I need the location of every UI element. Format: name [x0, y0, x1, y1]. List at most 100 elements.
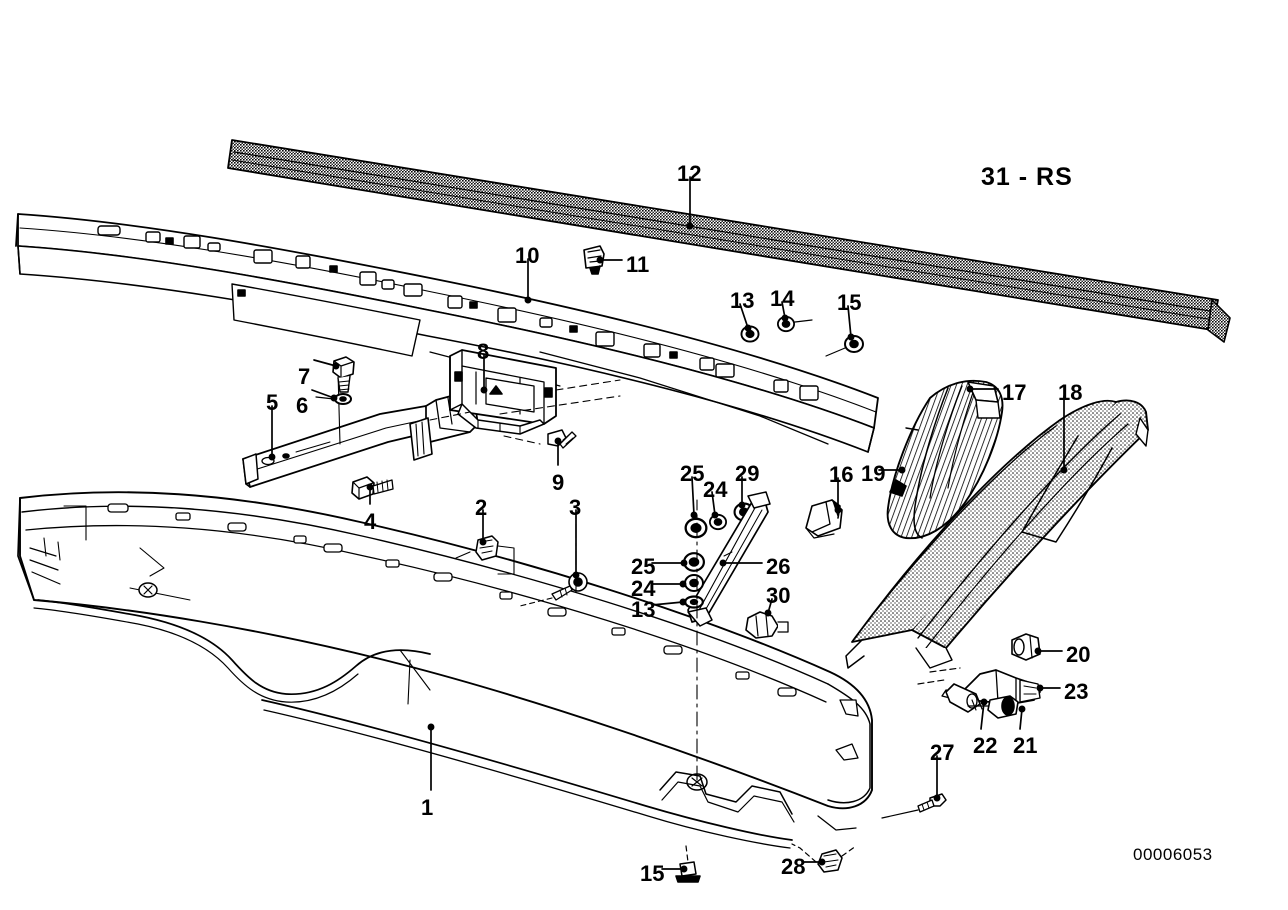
callout-15b: 15	[640, 861, 665, 886]
leader-dot-28	[818, 858, 826, 866]
callout-20: 20	[1066, 642, 1091, 667]
leader-dot-9	[554, 437, 562, 445]
callout-1: 1	[421, 795, 434, 820]
leader-7	[313, 359, 337, 367]
part-30-grommet	[745, 611, 789, 639]
part-16-bracket	[805, 499, 843, 539]
callout-17: 17	[1002, 380, 1027, 405]
leader-dot-15	[847, 333, 855, 341]
callout-25a: 25	[680, 461, 705, 486]
leader-dot-7	[332, 362, 340, 370]
leader-dot-25b	[680, 559, 688, 567]
leader-dot-13b	[679, 598, 687, 606]
callout-11: 11	[626, 252, 650, 277]
callout-9: 9	[552, 470, 565, 495]
part-8-mounting-bracket	[449, 349, 557, 435]
leader-dot-4	[366, 483, 374, 491]
part-15-grommet-upper	[825, 335, 864, 357]
leader-dot-6	[330, 394, 338, 402]
callout-18: 18	[1058, 380, 1083, 405]
diagram-id: 00006053	[1133, 845, 1213, 864]
callout-10: 10	[515, 243, 540, 268]
callout-27: 27	[930, 740, 955, 765]
callout-14: 14	[770, 286, 795, 311]
part-26-diagonal-strut	[687, 491, 771, 627]
callout-2: 2	[475, 495, 488, 520]
leader-dot-30	[764, 609, 772, 617]
leader-dot-3	[572, 571, 580, 579]
leader-dot-2	[479, 538, 487, 546]
header-code: 31 - RS	[981, 163, 1073, 191]
callout-4: 4	[364, 509, 377, 534]
leader-13b	[651, 601, 684, 606]
leader-dot-25a	[690, 511, 698, 519]
part-15-grommet-lower	[675, 845, 701, 883]
callout-8: 8	[477, 339, 490, 364]
leader-dot-22	[980, 698, 988, 706]
callout-29: 29	[735, 461, 760, 486]
part-18-trim-panel	[845, 399, 1149, 669]
callout-23: 23	[1064, 679, 1089, 704]
leader-15	[847, 305, 852, 338]
leader-dot-11	[596, 256, 604, 264]
leader-13	[739, 303, 749, 329]
leader-25a	[691, 476, 695, 516]
part-25-nut-upper	[684, 517, 708, 539]
leader-22	[980, 701, 985, 730]
leader-dot-14	[781, 314, 789, 322]
part-10-reinforcement-bar	[15, 213, 879, 453]
leader-dot-10	[524, 296, 532, 304]
leader-dot-18	[1060, 466, 1068, 474]
callout-15: 15	[837, 290, 862, 315]
leader-dot-29	[738, 501, 746, 509]
callout-3: 3	[569, 495, 582, 520]
part-13-washer-lower	[684, 595, 704, 609]
leader-dot-23	[1036, 684, 1044, 692]
callout-13: 13	[730, 288, 755, 313]
callout-30: 30	[766, 583, 791, 608]
part-5-carrier-rail	[242, 371, 479, 488]
leader-6	[311, 389, 335, 399]
leader-dot-19	[898, 466, 906, 474]
leader-dot-16	[834, 506, 842, 514]
part-21-spacer	[967, 695, 1019, 719]
leader-dot-27	[933, 794, 941, 802]
leader-24a	[711, 491, 716, 516]
leader-dot-8	[480, 386, 488, 394]
leader-dot-15b	[680, 865, 688, 873]
leader-dot-24a	[711, 511, 719, 519]
leader-dot-17	[966, 385, 974, 393]
part-12-trim-strip	[227, 139, 1231, 343]
leader-dot-12	[686, 222, 694, 230]
part-9-screw	[547, 429, 577, 449]
leader-dot-20	[1034, 647, 1042, 655]
leader-dot-5	[268, 453, 276, 461]
callout-28: 28	[781, 854, 806, 879]
part-7-bolt	[332, 356, 355, 393]
part-28-clip	[791, 843, 857, 873]
callout-13b: 13	[631, 597, 656, 622]
leader-dot-21	[1018, 705, 1026, 713]
callout-16: 16	[829, 462, 854, 487]
part-20-plug	[1011, 633, 1041, 661]
callout-6: 6	[296, 393, 309, 418]
callout-22: 22	[973, 733, 998, 758]
callout-26: 26	[766, 554, 791, 579]
part-14-nut-upper	[777, 315, 813, 333]
callout-12: 12	[677, 161, 702, 186]
part-17-corner-cover	[886, 379, 1004, 540]
part-24-washer-lower	[684, 574, 704, 592]
leader-dot-24b	[679, 580, 687, 588]
callout-5: 5	[266, 390, 279, 415]
callout-7: 7	[298, 364, 311, 389]
callout-21: 21	[1013, 733, 1038, 758]
part-1-bumper-cover	[17, 491, 873, 849]
callout-24a: 24	[703, 477, 728, 502]
leader-dot-13	[744, 324, 752, 332]
leader-dot-1	[427, 723, 435, 731]
callout-19: 19	[861, 461, 886, 486]
part-23-shock-absorber	[917, 667, 1041, 705]
callout-24b: 24	[631, 576, 656, 601]
